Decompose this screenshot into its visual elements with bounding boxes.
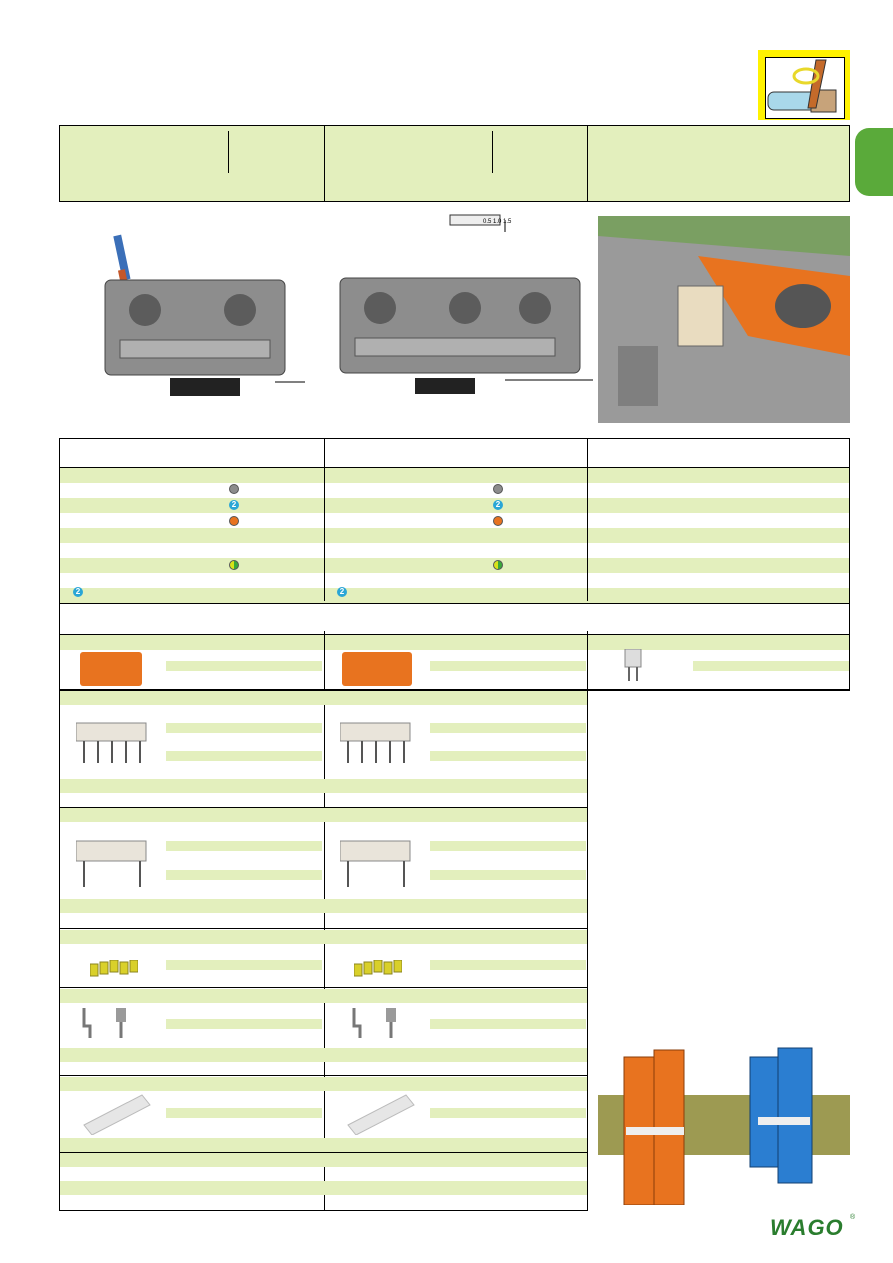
orange-dot-icon <box>229 516 239 526</box>
section-header <box>60 808 587 822</box>
section-tab <box>855 128 893 196</box>
section-header <box>60 930 587 944</box>
section-header <box>60 1077 587 1091</box>
end-plate-image <box>342 652 412 686</box>
end-plate-row <box>59 646 850 691</box>
main-table <box>59 438 850 690</box>
grey-dot-icon <box>493 484 503 494</box>
jumper-sections <box>59 691 588 1211</box>
test-plug-field <box>693 661 849 671</box>
col-divider-1 <box>324 631 325 691</box>
end-plate-field <box>430 661 586 671</box>
rail-mounted-blocks-photo <box>598 1045 850 1206</box>
blue-2-icon: 2 <box>229 500 239 510</box>
accessory-header-row <box>60 635 849 650</box>
section-header <box>60 989 587 1003</box>
comb-jumper-image <box>339 721 415 766</box>
marker-strip-image <box>353 959 403 978</box>
header-divider-1 <box>228 131 229 173</box>
tool-icon <box>765 57 845 119</box>
end-plate-field <box>166 661 322 671</box>
field <box>430 870 586 880</box>
header-cell-1 <box>59 125 325 202</box>
green-yellow-dot-icon <box>493 560 503 570</box>
field <box>430 1019 586 1029</box>
registered-mark: ® <box>850 1214 856 1221</box>
blue-2-icon: 2 <box>493 500 503 510</box>
test-adapter-image <box>80 1006 132 1040</box>
staggered-jumper-image <box>339 839 415 889</box>
marking-strip-image <box>346 1093 416 1136</box>
section-footer <box>60 899 587 913</box>
marking-strip-image <box>82 1093 152 1136</box>
col-divider-1 <box>324 438 325 601</box>
grey-dot-icon <box>229 484 239 494</box>
field <box>166 841 322 851</box>
table-row <box>60 513 849 528</box>
table-row <box>60 498 849 513</box>
col-divider-2 <box>587 631 588 691</box>
test-plug-image <box>622 648 644 683</box>
header-cell-2 <box>324 125 588 202</box>
blue-2-icon: 2 <box>73 587 83 597</box>
header-cell-3 <box>587 125 850 202</box>
table-row <box>60 1181 587 1195</box>
section-footer <box>60 779 587 793</box>
orange-dot-icon <box>493 516 503 526</box>
field <box>166 1108 322 1118</box>
blue-2-icon: 2 <box>337 587 347 597</box>
table-header-row <box>60 439 849 468</box>
marker-strip-image <box>89 959 139 978</box>
divider <box>60 1152 587 1153</box>
field <box>166 870 322 880</box>
section-footer <box>60 1138 587 1152</box>
header-divider-2 <box>492 131 493 173</box>
terminal-block-2-conductor-image <box>100 230 310 405</box>
terminal-block-3-conductor-image: 0.5 1.0 1.5 <box>335 208 595 408</box>
col-divider-2 <box>587 438 588 601</box>
field <box>166 1019 322 1029</box>
field <box>166 960 322 970</box>
end-plate-image <box>80 652 142 686</box>
table-row <box>60 1153 587 1167</box>
table-row <box>60 588 849 603</box>
col-divider-1 <box>324 691 325 1211</box>
section-footer <box>60 1048 587 1062</box>
field <box>430 841 586 851</box>
comb-jumper-image <box>75 721 151 766</box>
divider <box>60 1075 587 1076</box>
green-yellow-dot-icon <box>229 560 239 570</box>
section-header <box>60 691 587 705</box>
test-adapter-image <box>350 1006 402 1040</box>
table-row <box>60 483 849 498</box>
field <box>430 751 586 761</box>
table-note-row <box>60 603 849 635</box>
divider <box>60 928 587 929</box>
ferrule-ticks: 0.5 1.0 1.5 <box>483 219 512 225</box>
table-row <box>60 573 849 588</box>
field <box>166 723 322 733</box>
detail-photo <box>598 216 850 423</box>
table-row <box>60 558 849 573</box>
field <box>430 1108 586 1118</box>
field <box>430 960 586 970</box>
wago-logo: WAGO <box>770 1215 844 1240</box>
table-row <box>60 528 849 543</box>
field <box>166 751 322 761</box>
field <box>430 723 586 733</box>
table-row <box>60 468 849 483</box>
divider <box>60 807 587 808</box>
staggered-jumper-image <box>75 839 151 889</box>
table-row <box>60 543 849 558</box>
divider <box>60 987 587 988</box>
